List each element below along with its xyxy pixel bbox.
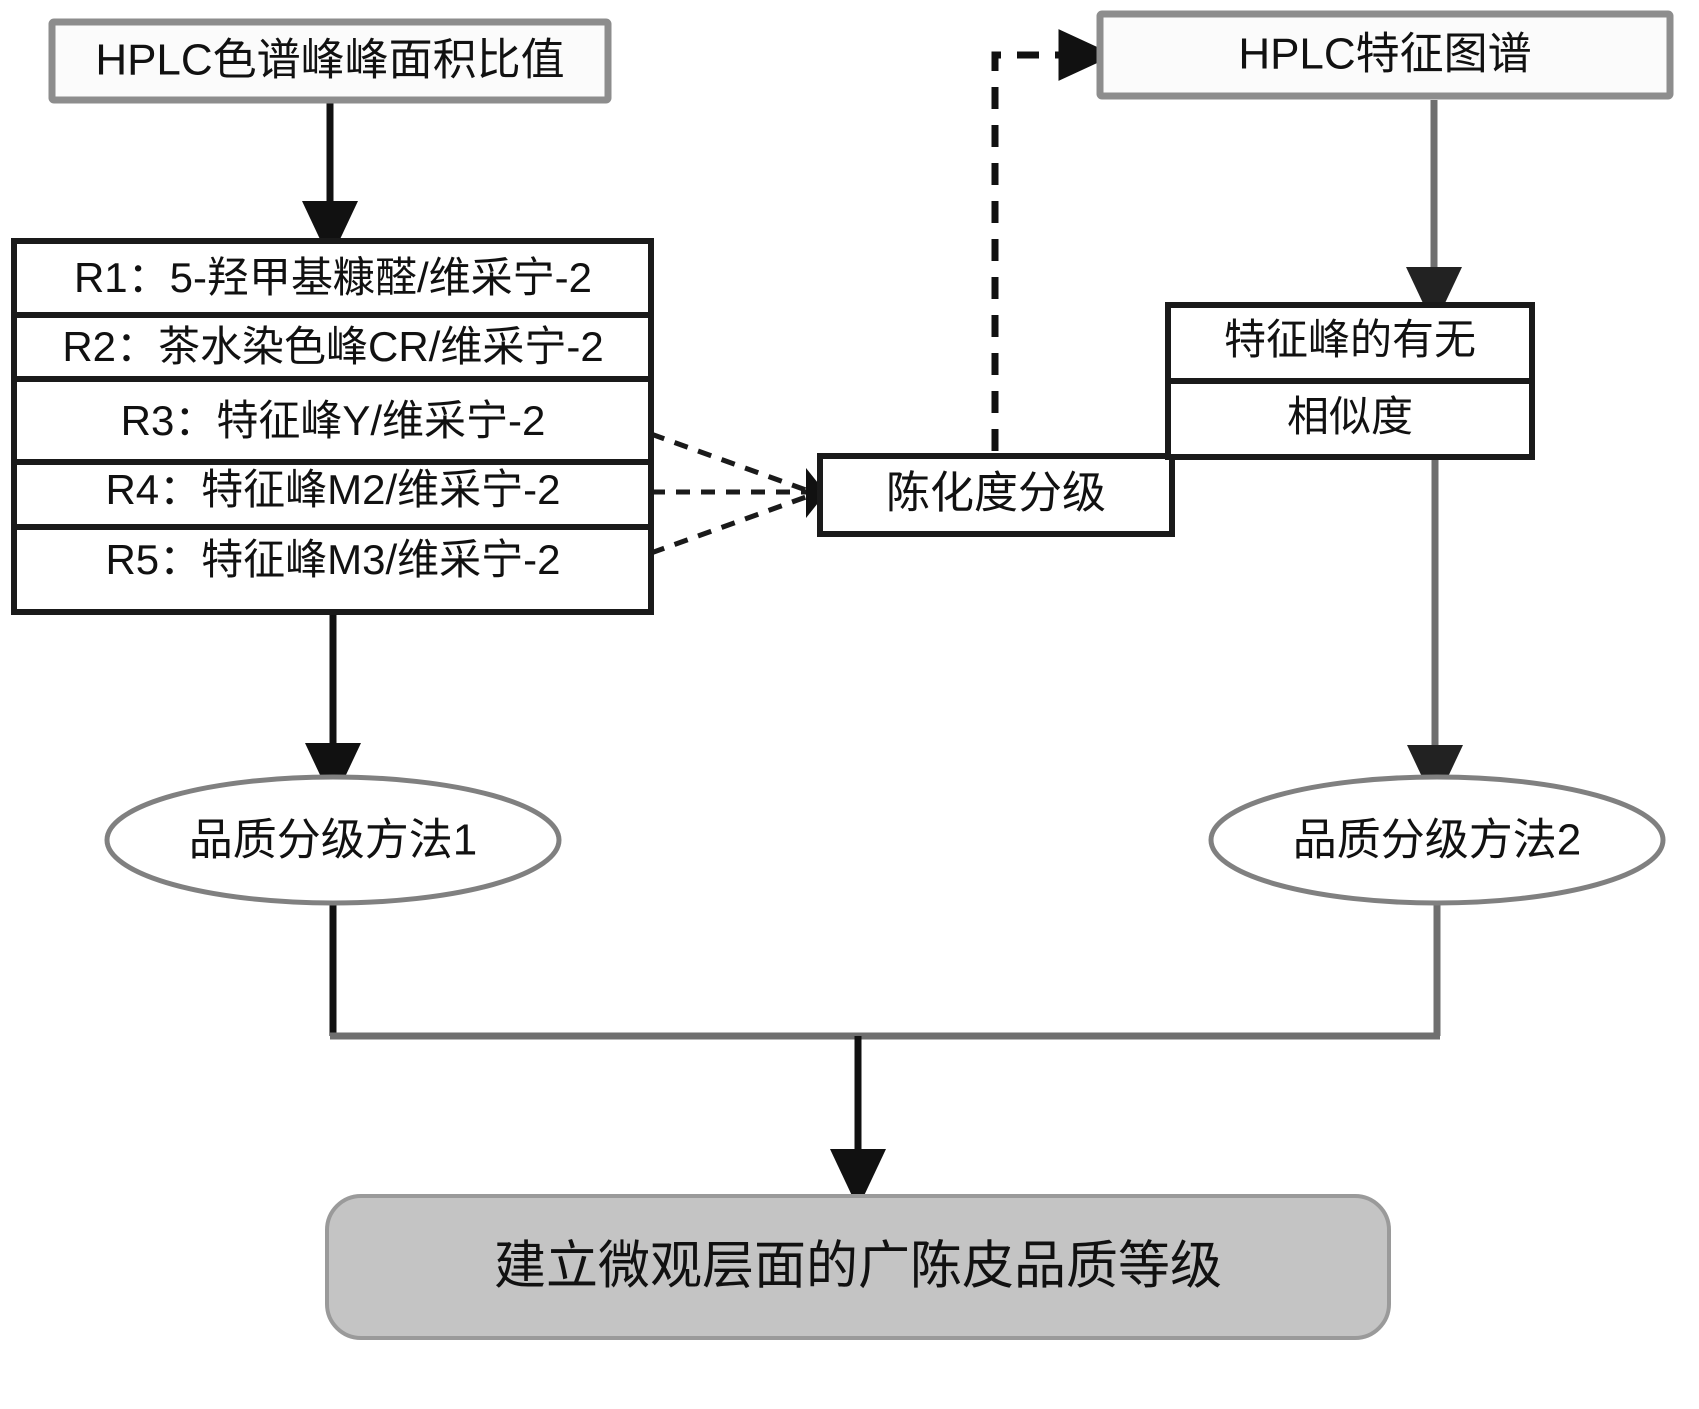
- ratio-row-r4: R4：特征峰M2/维采宁-2: [105, 466, 560, 513]
- connector-aging-grade-to-feature-chromatogram: [991, 29, 1115, 489]
- feature-row-presence: 特征峰的有无: [1224, 316, 1476, 363]
- node-ratio-list[interactable]: R1：5-羟甲基糠醛/维采宁-2 R2：茶水染色峰CR/维采宁-2 R3：特征峰…: [11, 238, 654, 615]
- ratio-row-r3: R3：特征峰Y/维采宁-2: [121, 397, 546, 444]
- node-feature-peak-box[interactable]: 特征峰的有无 相似度: [1165, 302, 1535, 460]
- node-hplc-feature-chromatogram[interactable]: HPLC特征图谱: [1096, 10, 1674, 100]
- ratio-row-r1: R1：5-羟甲基糠醛/维采宁-2: [74, 254, 592, 301]
- node-quality-method-1-label: 品质分级方法1: [189, 816, 477, 865]
- node-hplc-feature-chromatogram-label: HPLC特征图谱: [1238, 30, 1531, 79]
- node-quality-method-2-label: 品质分级方法2: [1293, 816, 1581, 865]
- ratio-row-r5: R5：特征峰M3/维采宁-2: [105, 536, 560, 583]
- node-outcome-label: 建立微观层面的广陈皮品质等级: [494, 1238, 1222, 1296]
- connector-r5-to-aging-grade: [650, 494, 807, 556]
- node-quality-method-1[interactable]: 品质分级方法1: [104, 774, 562, 906]
- node-hplc-peak-area-ratio-label: HPLC色谱峰峰面积比值: [95, 36, 564, 85]
- ratio-row-r2: R2：茶水染色峰CR/维采宁-2: [62, 323, 603, 370]
- node-hplc-peak-area-ratio[interactable]: HPLC色谱峰峰面积比值: [48, 18, 612, 104]
- feature-row-similarity: 相似度: [1287, 393, 1413, 440]
- node-aging-grade[interactable]: 陈化度分级: [817, 453, 1175, 537]
- node-outcome[interactable]: 建立微观层面的广陈皮品质等级: [325, 1194, 1391, 1340]
- connector-r3-to-aging-grade: [650, 431, 807, 493]
- node-aging-grade-label: 陈化度分级: [886, 469, 1106, 518]
- aging-grade-arrowhead: [806, 468, 826, 518]
- node-quality-method-2[interactable]: 品质分级方法2: [1208, 774, 1666, 906]
